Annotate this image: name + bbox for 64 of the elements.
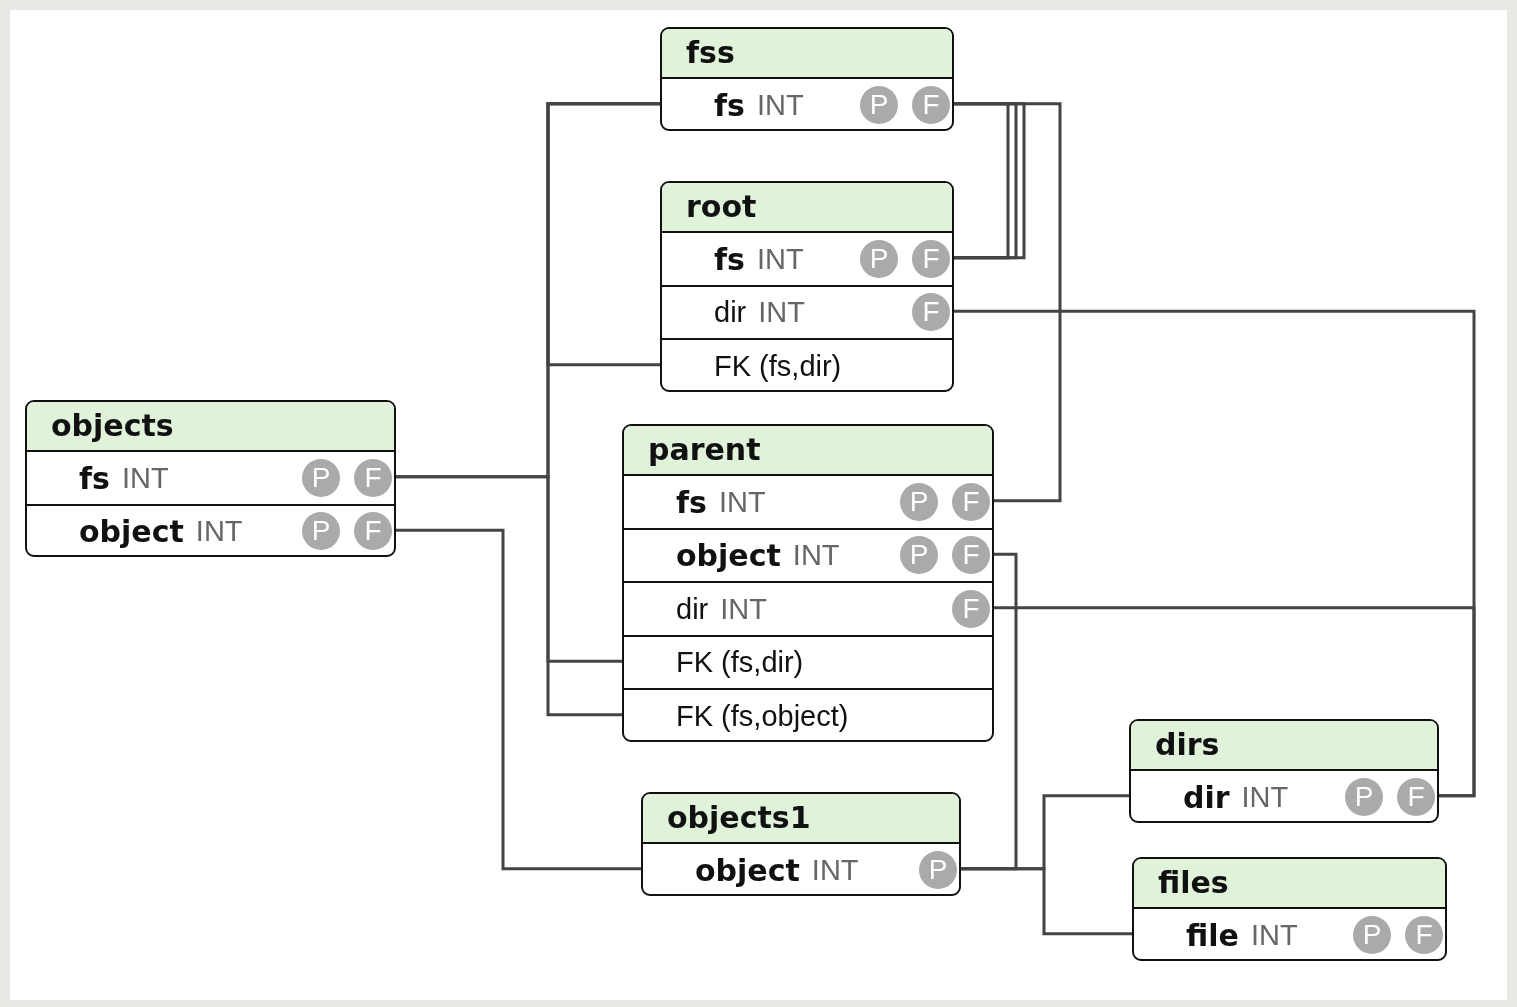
connector-line: [396, 528, 641, 871]
key-badge: F: [354, 512, 392, 551]
key-badge: F: [1397, 777, 1435, 816]
column-name: object: [79, 513, 184, 549]
column-type: INT: [195, 514, 243, 548]
column-type: INT: [121, 461, 169, 495]
key-badge: P: [900, 536, 938, 575]
column-name: fs: [714, 87, 745, 123]
table-title: parent: [648, 432, 761, 467]
key-badge: P: [919, 850, 957, 889]
table-title: root: [686, 189, 757, 224]
column-type: INT: [758, 295, 805, 329]
key-badge: P: [302, 458, 340, 497]
constraint-name: FK (fs,dir): [676, 645, 804, 679]
table-title: dirs: [1155, 727, 1220, 762]
key-badge: P: [860, 85, 898, 124]
key-badge: F: [354, 458, 392, 497]
table-card: [641, 792, 961, 896]
table-title: fss: [686, 35, 735, 70]
key-badge: F: [912, 85, 950, 124]
key-badge: P: [860, 239, 898, 278]
key-badge: F: [912, 293, 950, 332]
key-badge: F: [1405, 915, 1443, 954]
table-title: files: [1158, 865, 1229, 900]
column-name: object: [695, 852, 800, 888]
key-badge: F: [952, 536, 990, 575]
column-name: fs: [676, 484, 707, 520]
column-type: INT: [756, 242, 804, 276]
key-badge: F: [912, 239, 950, 278]
constraint-name: FK (fs,dir): [714, 349, 842, 383]
key-badge: P: [1353, 915, 1391, 954]
column-type: INT: [756, 88, 804, 122]
column-name: dir: [1183, 779, 1230, 815]
table-card: [660, 27, 954, 131]
connector-line: [994, 606, 1476, 798]
connector-line: [396, 475, 622, 717]
connector-line: [961, 867, 1132, 936]
table-card: [1129, 719, 1439, 823]
key-badge: P: [900, 482, 938, 521]
column-name: fs: [714, 241, 745, 277]
column-type: INT: [720, 592, 767, 626]
column-name: fs: [79, 460, 110, 496]
column-name: dir: [714, 295, 747, 329]
column-type: INT: [1250, 918, 1298, 952]
column-type: INT: [718, 485, 766, 519]
connector-line: [546, 102, 660, 663]
key-badge: P: [1345, 777, 1383, 816]
table-card: [25, 400, 396, 557]
column-type: INT: [1241, 780, 1289, 814]
column-type: INT: [811, 853, 859, 887]
table-card: [1132, 857, 1447, 961]
table-title: objects: [51, 408, 174, 443]
column-name: dir: [676, 592, 709, 626]
table-card: [660, 181, 954, 392]
key-badge: F: [952, 482, 990, 521]
table-title: objects1: [667, 800, 811, 835]
key-badge: F: [952, 589, 990, 628]
column-name: object: [676, 537, 781, 573]
key-badge: P: [302, 512, 340, 551]
column-type: INT: [792, 538, 840, 572]
constraint-name: FK (fs,object): [676, 699, 849, 733]
table-card: [622, 424, 994, 742]
column-name: file: [1186, 917, 1239, 953]
connector-line: [954, 102, 1062, 503]
